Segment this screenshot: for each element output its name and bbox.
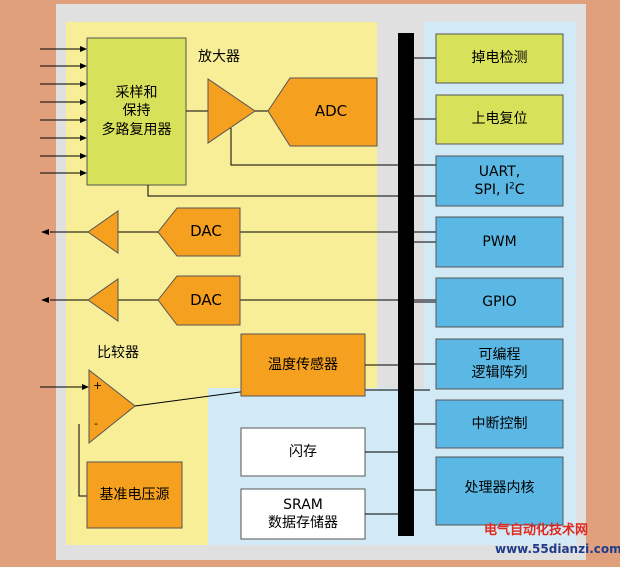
dac-top-block [157,207,241,257]
watermark-title: 电气自动化技术网 [484,523,589,538]
comparator-minus-sign: - [94,417,98,430]
reference-feedback-wire [78,424,87,497]
dac-bottom-buffer [87,278,119,322]
watermark-url: www.55dianzi.com [495,542,620,556]
bus-to-peripheral-wires [414,57,436,491]
dac-bottom-output-arrow [41,297,49,303]
pwm-block [435,216,564,268]
cpld-block [435,338,564,390]
mux-input-arrows [40,46,87,176]
system-bus [398,33,414,536]
power-on-reset-block [435,94,564,145]
comparator-plus-sign: + [93,379,103,392]
uart-spi-i2c-block [435,155,564,207]
gpio-block [435,277,564,328]
comparator-input-arrow [82,384,89,390]
dac-top-output-arrow [41,229,49,235]
amplifier-label: 放大器 [198,49,240,65]
mux-to-bus-wire [147,185,436,197]
temp-sensor-block [240,333,366,397]
amplifier-triangle [207,78,256,144]
reference-block [86,461,183,529]
comparator-triangle [88,368,136,445]
dac-bottom-block [157,275,241,326]
flash-block [240,427,366,477]
mux-block [86,37,187,186]
dac-top-buffer [87,210,119,254]
comparator-label: 比较器 [97,345,139,361]
sram-block [240,488,366,540]
interrupt-block [435,399,564,449]
brownout-block [435,33,564,84]
adc-block [267,77,378,147]
amp-feedback-wire [230,128,436,166]
cpu-block [435,456,564,526]
